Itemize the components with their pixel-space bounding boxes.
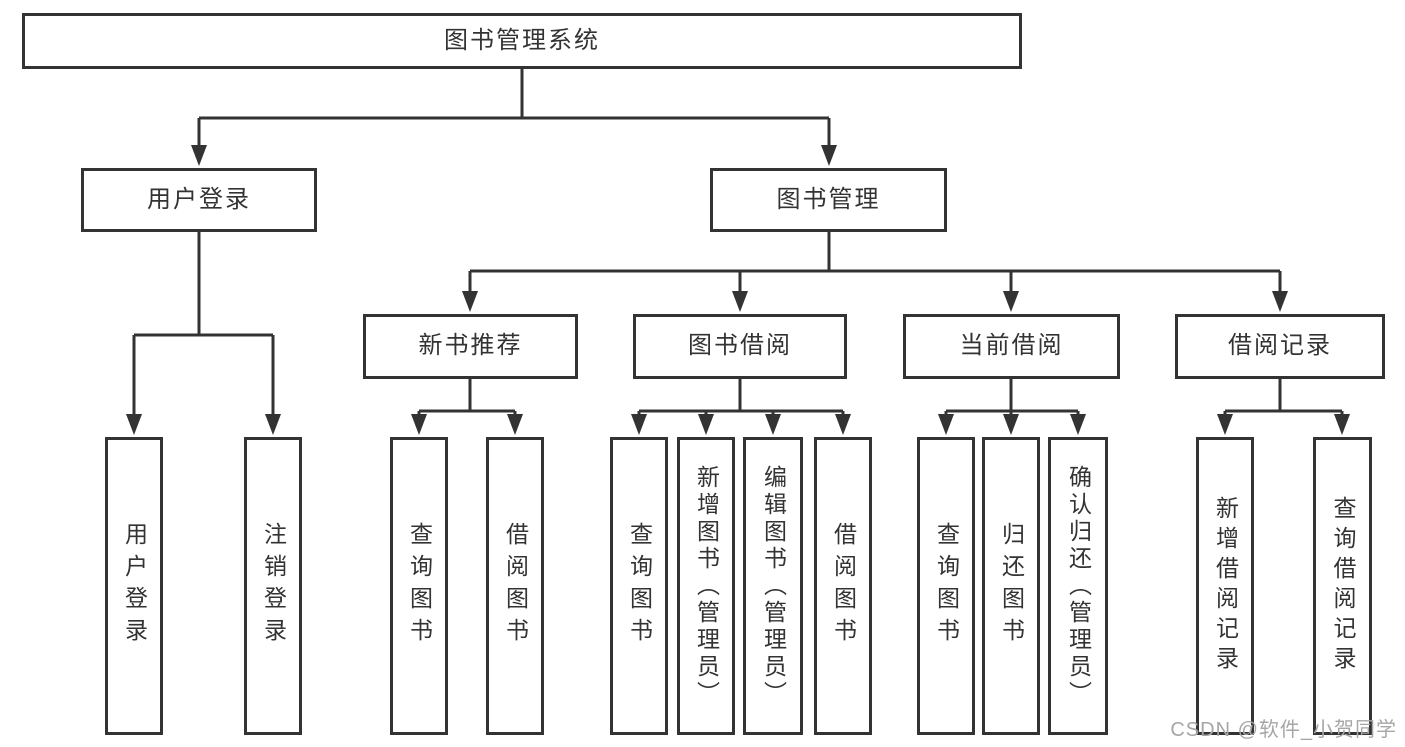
node-new-book-recommend: 新书推荐: [363, 314, 578, 379]
leaf-borrow-books-recommend: 借阅图书: [486, 437, 544, 735]
node-label: 新增图书（管理员）: [693, 464, 720, 708]
node-current-borrow: 当前借阅: [903, 314, 1120, 379]
node-label: 图书管理系统: [444, 26, 600, 54]
node-label: 借阅图书: [830, 522, 857, 650]
leaf-query-books-current: 查询图书: [917, 437, 975, 735]
leaf-logout: 注销登录: [244, 437, 302, 735]
node-label: 注销登录: [260, 522, 287, 650]
node-label: 查询图书: [933, 522, 960, 650]
node-label: 用户登录: [147, 185, 251, 213]
node-label: 用户登录: [121, 522, 148, 650]
node-label: 图书借阅: [688, 332, 792, 360]
node-label: 查询借阅记录: [1330, 496, 1356, 676]
leaf-query-books-recommend: 查询图书: [390, 437, 448, 735]
node-label: 借阅记录: [1228, 332, 1332, 360]
node-book-management: 图书管理: [710, 168, 947, 232]
node-label: 图书管理: [776, 185, 881, 213]
node-label: 当前借阅: [959, 332, 1064, 360]
node-label: 归还图书: [998, 522, 1025, 650]
node-label: 编辑图书（管理员）: [760, 464, 787, 708]
node-label: 确认归还（管理员）: [1065, 464, 1092, 708]
node-library-management-system: 图书管理系统: [22, 13, 1022, 69]
leaf-edit-book-admin: 编辑图书（管理员）: [743, 437, 803, 735]
node-user-login: 用户登录: [81, 168, 317, 232]
leaf-query-books-borrow: 查询图书: [610, 437, 668, 735]
leaf-return-book: 归还图书: [982, 437, 1040, 735]
leaf-confirm-return-admin: 确认归还（管理员）: [1048, 437, 1108, 735]
node-label: 查询图书: [626, 522, 653, 650]
leaf-user-login: 用户登录: [105, 437, 163, 735]
node-label: 新增借阅记录: [1212, 496, 1239, 676]
leaf-add-book-admin: 新增图书（管理员）: [677, 437, 735, 735]
csdn-watermark: CSDN @软件_小贺同学: [1170, 719, 1397, 741]
node-book-borrow: 图书借阅: [633, 314, 847, 379]
arrowheads: [126, 145, 1350, 435]
node-label: 借阅图书: [502, 522, 529, 650]
node-label: 查询图书: [406, 522, 433, 650]
leaf-add-borrow-record: 新增借阅记录: [1196, 437, 1254, 735]
leaf-query-borrow-record: 查询借阅记录: [1313, 437, 1372, 735]
leaf-borrow-books-borrow: 借阅图书: [814, 437, 872, 735]
node-borrow-records: 借阅记录: [1175, 314, 1385, 379]
node-label: 新书推荐: [418, 332, 523, 360]
